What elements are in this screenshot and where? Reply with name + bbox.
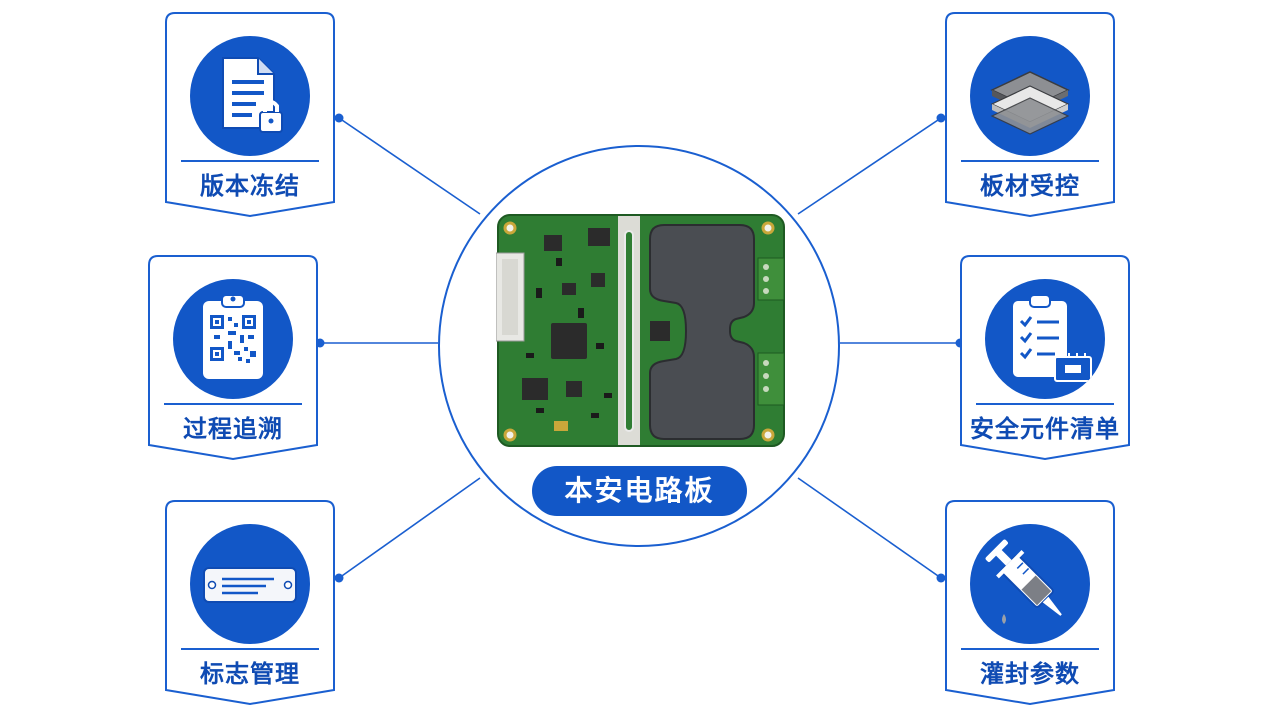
pcb-board-image [495,213,790,448]
card-divider [181,648,319,650]
node-safety-parts-list: 安全元件清单 [960,255,1130,461]
syringe-icon [970,524,1090,644]
node-label-management: 标志管理 [165,500,335,706]
node-label: 板材受控 [980,172,1080,200]
center-label: 本安电路板 [532,466,747,516]
node-label: 过程追溯 [183,415,283,443]
node-potting-params: 灌封参数 [945,500,1115,706]
card-divider [164,403,302,405]
node-label: 版本冻结 [200,172,300,200]
node-process-trace: 过程追溯 [148,255,318,461]
card-divider [976,403,1114,405]
layered-board-icon [970,36,1090,156]
checklist-chip-icon [985,279,1105,399]
node-material-control: 板材受控 [945,12,1115,218]
nameplate-icon [190,524,310,644]
node-version-freeze: 版本冻结 [165,12,335,218]
qr-clipboard-icon [173,279,293,399]
card-divider [181,160,319,162]
document-lock-icon [190,36,310,156]
node-label: 灌封参数 [980,660,1080,688]
node-label: 安全元件清单 [970,415,1120,443]
node-label: 标志管理 [200,660,300,688]
card-divider [961,648,1099,650]
card-divider [961,160,1099,162]
